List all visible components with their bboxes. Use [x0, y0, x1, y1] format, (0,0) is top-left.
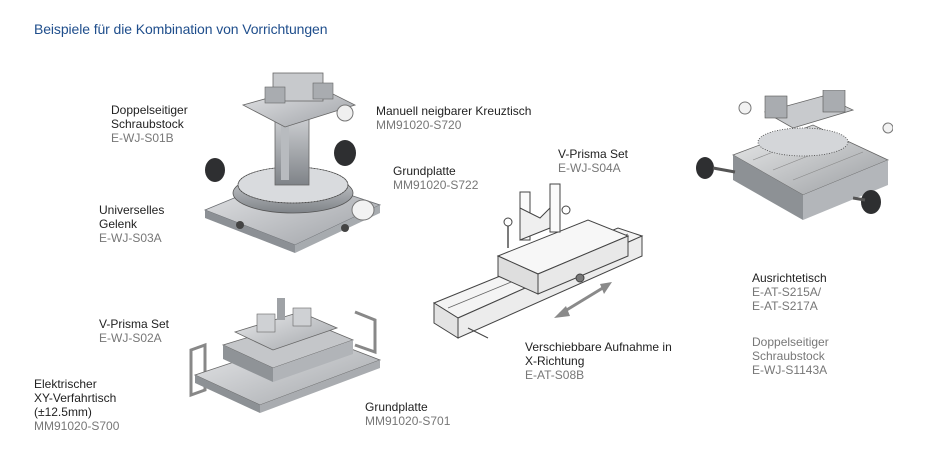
xy-stage-baseplate-illustration [189, 298, 382, 413]
label-xy-verfahrtisch: Elektrischer XY-Verfahrtisch (±12.5mm) M… [34, 377, 120, 433]
page-title: Beispiele für die Kombination von Vorric… [34, 21, 328, 37]
label-v-prisma-set-1: V-Prisma Set E-WJ-S04A [558, 147, 629, 175]
label-verschiebbare-aufnahme: Verschiebbare Aufnahme in X-Richtung E-A… [525, 340, 672, 382]
label-grundplatte-2: Grundplatte MM91020-S701 [365, 400, 451, 428]
x-slide-v-block-illustration [432, 183, 644, 339]
label-grundplatte-1: Grundplatte MM91020-S722 [393, 164, 479, 192]
alignment-table-vise-illustration [696, 90, 893, 220]
label-universelles-gelenk: Universelles Gelenk E-WJ-S03A [99, 203, 165, 245]
label-doppelseitiger-schraubstock-1: Doppelseitiger Schraubstock E-WJ-S01B [111, 103, 188, 145]
universal-joint-fixture-illustration [203, 72, 382, 253]
label-v-prisma-set-2: V-Prisma Set E-WJ-S02A [99, 317, 170, 345]
label-kreuztisch: Manuell neigbarer Kreuztisch MM91020-S72… [376, 104, 532, 132]
label-ausrichtetisch: Ausrichtetisch E-AT-S215A/ E-AT-S217A [752, 271, 827, 313]
label-doppelseitiger-schraubstock-2: Doppelseitiger Schraubstock E-WJ-S1143A [752, 335, 829, 377]
